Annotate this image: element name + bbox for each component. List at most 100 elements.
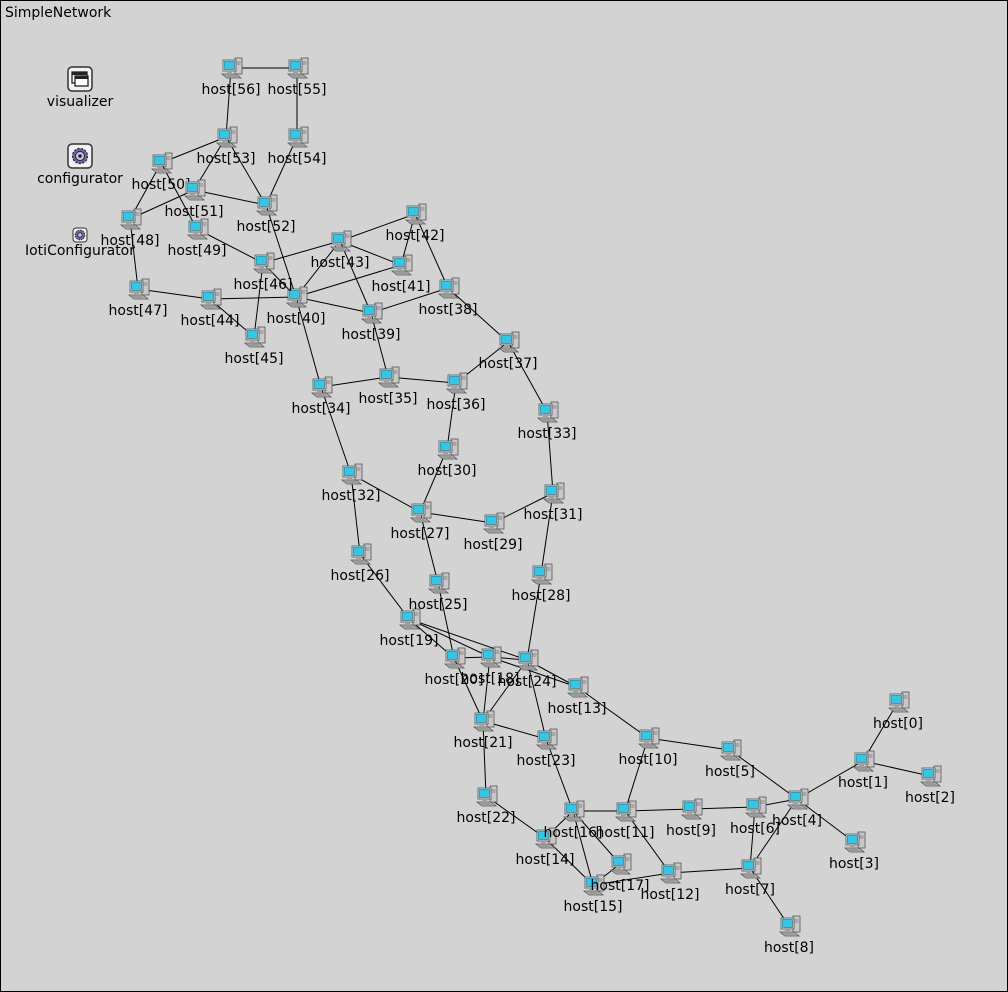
link-host-16-host-23 bbox=[545, 738, 574, 812]
host-label: host[35] bbox=[358, 391, 418, 407]
host-node-11[interactable]: host[11] bbox=[596, 800, 654, 841]
host-label: host[47] bbox=[108, 303, 168, 319]
host-node-52[interactable]: host[52] bbox=[237, 194, 295, 235]
host-node-18[interactable]: host[18] bbox=[461, 646, 519, 687]
host-node-19[interactable]: host[19] bbox=[380, 608, 438, 649]
host-node-41[interactable]: host[41] bbox=[372, 254, 430, 295]
computer-icon bbox=[340, 463, 363, 485]
link-host-56-host-53 bbox=[225, 67, 232, 138]
host-node-28[interactable]: host[28] bbox=[512, 563, 570, 604]
host-node-47[interactable]: host[47] bbox=[109, 278, 167, 319]
link-host-24-host-28 bbox=[526, 573, 542, 661]
host-node-48[interactable]: host[48] bbox=[101, 208, 159, 249]
link-host-15-host-16 bbox=[572, 810, 594, 886]
host-label: host[27] bbox=[390, 526, 450, 542]
computer-icon bbox=[852, 750, 875, 772]
host-node-53[interactable]: host[53] bbox=[197, 126, 255, 167]
computer-icon bbox=[843, 831, 866, 853]
host-label: host[13] bbox=[547, 701, 607, 717]
host-node-56[interactable]: host[56] bbox=[202, 57, 260, 98]
visualizer-icon bbox=[67, 66, 93, 92]
host-node-6[interactable]: host[6] bbox=[730, 796, 780, 837]
link-host-39-host-43 bbox=[339, 240, 372, 314]
link-host-22-host-21 bbox=[482, 720, 487, 797]
host-node-25[interactable]: host[25] bbox=[409, 572, 467, 613]
host-label: host[54] bbox=[267, 151, 327, 167]
computer-icon bbox=[786, 788, 809, 810]
host-node-32[interactable]: host[32] bbox=[322, 463, 380, 504]
host-node-17[interactable]: host[17] bbox=[591, 853, 649, 894]
host-node-24[interactable]: host[24] bbox=[498, 649, 556, 690]
host-node-46[interactable]: host[46] bbox=[234, 252, 292, 293]
host-node-5[interactable]: host[5] bbox=[705, 739, 755, 780]
host-node-54[interactable]: host[54] bbox=[268, 126, 326, 167]
host-node-22[interactable]: host[22] bbox=[457, 785, 515, 826]
host-label: host[17] bbox=[590, 878, 650, 894]
host-node-51[interactable]: host[51] bbox=[165, 179, 223, 220]
link-host-19-host-18 bbox=[408, 618, 491, 658]
host-node-44[interactable]: host[44] bbox=[181, 288, 239, 329]
computer-icon bbox=[534, 827, 557, 849]
link-host-27-host-32 bbox=[350, 473, 421, 513]
host-node-8[interactable]: host[8] bbox=[764, 915, 814, 956]
host-node-9[interactable]: host[9] bbox=[666, 798, 716, 839]
host-node-55[interactable]: host[55] bbox=[268, 57, 326, 98]
host-node-34[interactable]: host[34] bbox=[292, 376, 350, 417]
host-node-29[interactable]: host[29] bbox=[464, 512, 522, 553]
link-host-30-host-36 bbox=[446, 382, 457, 450]
host-node-42[interactable]: host[42] bbox=[386, 203, 444, 244]
computer-icon bbox=[919, 765, 942, 787]
link-host-38-host-39 bbox=[370, 287, 449, 314]
host-node-38[interactable]: host[38] bbox=[419, 277, 477, 318]
host-node-7[interactable]: host[7] bbox=[725, 857, 775, 898]
host-node-39[interactable]: host[39] bbox=[342, 302, 400, 343]
host-label: host[32] bbox=[321, 488, 381, 504]
host-label: host[45] bbox=[224, 351, 284, 367]
link-host-23-host-24 bbox=[526, 659, 547, 740]
host-node-23[interactable]: host[23] bbox=[517, 728, 575, 769]
host-node-16[interactable]: host[16] bbox=[544, 800, 602, 841]
host-node-40[interactable]: host[40] bbox=[267, 286, 325, 327]
host-node-45[interactable]: host[45] bbox=[225, 326, 283, 367]
host-label: host[46] bbox=[233, 277, 293, 293]
host-label: host[28] bbox=[511, 588, 571, 604]
host-node-35[interactable]: host[35] bbox=[359, 366, 417, 407]
host-node-14[interactable]: host[14] bbox=[516, 827, 574, 868]
host-node-36[interactable]: host[36] bbox=[427, 372, 485, 413]
host-node-13[interactable]: host[13] bbox=[548, 676, 606, 717]
host-node-1[interactable]: host[1] bbox=[838, 750, 888, 791]
host-node-26[interactable]: host[26] bbox=[331, 543, 389, 584]
host-node-21[interactable]: host[21] bbox=[454, 710, 512, 751]
link-host-44-host-47 bbox=[137, 288, 211, 300]
link-host-40-host-41 bbox=[295, 264, 402, 298]
host-node-2[interactable]: host[2] bbox=[905, 765, 955, 806]
host-node-12[interactable]: host[12] bbox=[641, 862, 699, 903]
host-node-30[interactable]: host[30] bbox=[418, 438, 476, 479]
host-node-10[interactable]: host[10] bbox=[619, 727, 677, 768]
configurator-label: configurator bbox=[37, 171, 123, 187]
host-label: host[34] bbox=[291, 401, 351, 417]
computer-icon bbox=[443, 647, 466, 669]
host-node-15[interactable]: host[15] bbox=[564, 874, 622, 915]
host-node-31[interactable]: host[31] bbox=[524, 482, 582, 523]
host-node-33[interactable]: host[33] bbox=[518, 401, 576, 442]
computer-icon bbox=[360, 302, 383, 324]
host-label: host[51] bbox=[164, 204, 224, 220]
host-node-4[interactable]: host[4] bbox=[772, 788, 822, 829]
host-node-43[interactable]: host[43] bbox=[311, 230, 369, 271]
host-node-50[interactable]: host[50] bbox=[132, 152, 190, 193]
host-node-37[interactable]: host[37] bbox=[479, 331, 537, 372]
host-node-49[interactable]: host[49] bbox=[168, 218, 226, 259]
host-node-3[interactable]: host[3] bbox=[829, 831, 879, 872]
host-label: host[38] bbox=[418, 302, 478, 318]
computer-icon bbox=[535, 728, 558, 750]
network-title: SimpleNetwork bbox=[5, 5, 112, 21]
host-node-20[interactable]: host[20] bbox=[425, 647, 483, 688]
host-node-0[interactable]: host[0] bbox=[873, 691, 923, 732]
host-label: host[39] bbox=[341, 327, 401, 343]
computer-icon bbox=[286, 126, 309, 148]
computer-icon bbox=[409, 501, 432, 523]
host-node-27[interactable]: host[27] bbox=[391, 501, 449, 542]
computer-icon bbox=[377, 366, 400, 388]
host-label: host[15] bbox=[563, 899, 623, 915]
